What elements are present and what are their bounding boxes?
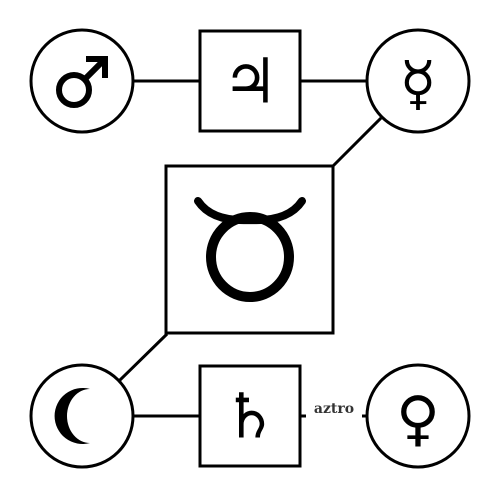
moon-circle [29, 363, 135, 469]
node-saturn: ♄ [198, 364, 302, 468]
jupiter-icon: ♃ [222, 45, 278, 118]
node-mars [29, 28, 135, 134]
venus-icon: ♀ [396, 384, 440, 454]
node-mercury: ☿ [365, 28, 471, 134]
venus-circle [365, 363, 471, 469]
mercury-icon: ☿ [400, 49, 437, 119]
edge-mercury-taurus [331, 116, 383, 168]
node-jupiter: ♃ [198, 29, 302, 133]
watermark-text: aztro [314, 401, 354, 417]
mercury-circle [365, 28, 471, 134]
saturn-square [198, 364, 302, 468]
mars-icon [56, 56, 108, 108]
watermark-background [306, 398, 362, 418]
node-taurus [164, 164, 335, 335]
taurus-square [164, 164, 335, 335]
taurus-icon [194, 197, 306, 302]
jupiter-square [198, 29, 302, 133]
edge-taurus-moon [117, 332, 169, 383]
node-moon [29, 363, 135, 469]
node-venus: ♀ [365, 363, 471, 469]
moon-icon [54, 388, 90, 444]
saturn-icon: ♄ [222, 380, 278, 453]
